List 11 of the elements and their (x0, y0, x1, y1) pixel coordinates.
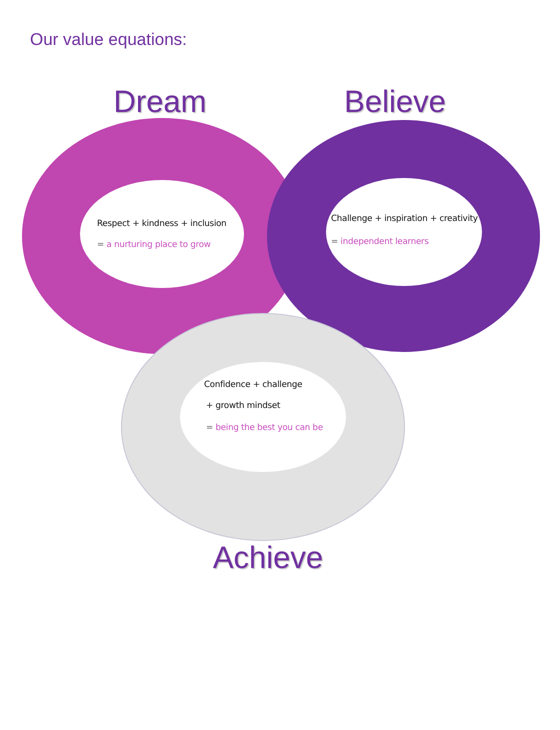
ring-heading: Achieve (212, 540, 324, 576)
equation-text: Respect + kindness + inclusion (97, 219, 226, 229)
equation-text: Challenge + inspiration + creativity (331, 214, 478, 224)
result-text: = being the best you can be (206, 423, 323, 433)
ring-heading: Believe (344, 84, 446, 120)
result-text: = independent learners (331, 237, 429, 247)
equation-text: + growth mindset (206, 401, 280, 411)
ring-heading: Dream (113, 84, 206, 120)
equation-text: Confidence + challenge (204, 380, 302, 390)
page-title: Our value equations: (30, 30, 187, 50)
result-text: = a nurturing place to grow (97, 240, 211, 250)
